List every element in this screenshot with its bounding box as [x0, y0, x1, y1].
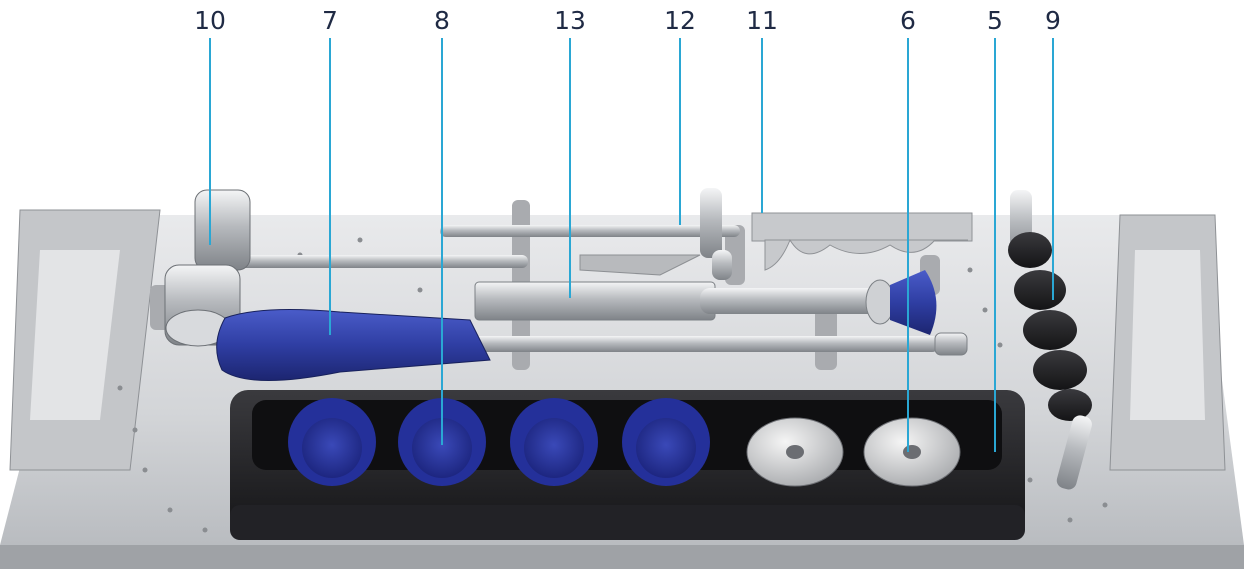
- slotted-tool-icon: [751, 212, 973, 271]
- tapered-screw-icon: [579, 254, 701, 276]
- screwdriver-icon: [216, 309, 968, 381]
- callout-13: 13: [554, 6, 586, 35]
- leader-lines: [209, 38, 1054, 452]
- callout-5: 5: [987, 6, 1003, 35]
- threaded-disc-icon: [746, 417, 961, 487]
- callout-12: 12: [664, 6, 696, 35]
- callout-8: 8: [434, 6, 450, 35]
- callout-6: 6: [900, 6, 916, 35]
- insert-holder-tray-icon: [230, 390, 1025, 540]
- callout-7: 7: [322, 6, 338, 35]
- callout-10: 10: [194, 6, 226, 35]
- handle-icon: [474, 270, 937, 335]
- callout-9: 9: [1045, 6, 1061, 35]
- callout-11: 11: [746, 6, 778, 35]
